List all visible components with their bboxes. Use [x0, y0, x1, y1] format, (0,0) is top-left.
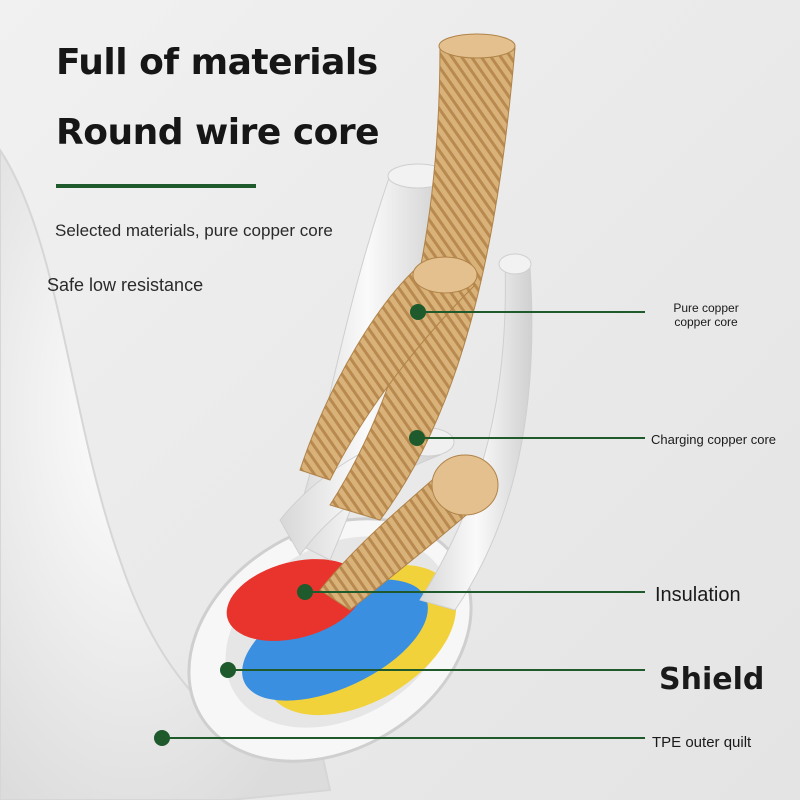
headline-line-1: Full of materials: [56, 42, 378, 83]
callout-dot-3: [297, 584, 313, 600]
copper-strand-mid-end: [412, 256, 478, 294]
callout-dot-4: [220, 662, 236, 678]
subtext-line-2: Safe low resistance: [47, 275, 204, 295]
copper-strand-low-end: [431, 454, 499, 516]
subtext-line-1: Selected materials, pure copper core: [55, 221, 333, 240]
callout-label-pure-copper: Pure copper copper core: [673, 301, 739, 329]
callout-label-shield: Shield: [659, 662, 765, 697]
callout-label-insulation: Insulation: [655, 584, 741, 606]
callout-dot-1: [410, 304, 426, 320]
white-wire-2-cap: [498, 253, 532, 275]
headline-line-2: Round wire core: [56, 112, 380, 153]
green-divider: [56, 184, 256, 188]
copper-strand-tall-end: [438, 33, 516, 59]
copper-strand-mid: [299, 264, 476, 481]
callout-dot-2: [409, 430, 425, 446]
callout-label-tpe: TPE outer quilt: [652, 734, 752, 751]
callout-label-charging-core: Charging copper core: [651, 432, 777, 447]
callout-dot-5: [154, 730, 170, 746]
